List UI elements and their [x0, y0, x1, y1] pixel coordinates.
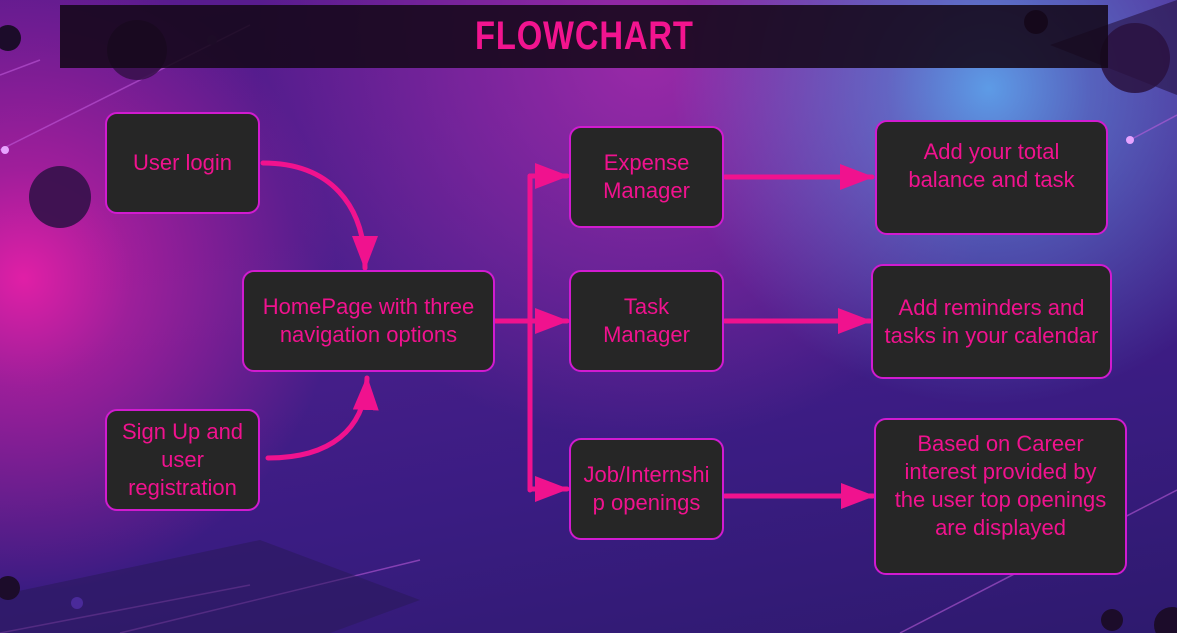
node-label: Sign Up and user registration	[121, 419, 244, 500]
node-user-login: User login	[105, 112, 260, 214]
diagram-title: FLOWCHART	[474, 14, 694, 58]
bg-orb	[0, 25, 21, 51]
title-bar: FLOWCHART	[60, 5, 1108, 68]
bg-orb	[29, 166, 91, 228]
node-job-detail: Based on Career interest provided by the…	[874, 418, 1127, 575]
node-label: Task Manager	[603, 294, 690, 347]
bg-orb	[1101, 609, 1123, 631]
node-label: HomePage with three navigation options	[262, 294, 475, 347]
bg-dot	[1, 146, 9, 154]
edge-signup-to-homepage	[265, 375, 379, 461]
node-job-openings: Job/Internship openings	[569, 438, 724, 540]
bg-orb	[1154, 607, 1177, 633]
bg-dot	[1126, 136, 1134, 144]
bg-orb	[1100, 23, 1170, 93]
node-label: Job/Internship openings	[583, 462, 710, 515]
edge-login-to-homepage	[260, 160, 378, 271]
bg-streak	[0, 59, 41, 76]
bg-shape	[0, 540, 420, 633]
node-homepage: HomePage with three navigation options	[242, 270, 495, 372]
node-label: Add your total balance and task	[908, 139, 1075, 192]
node-sign-up: Sign Up and user registration	[105, 409, 260, 511]
bg-streak	[1129, 114, 1177, 141]
bg-orb	[0, 576, 20, 600]
node-label: Based on Career interest provided by the…	[894, 431, 1107, 540]
node-label: User login	[132, 150, 233, 175]
bg-dot	[71, 597, 83, 609]
node-task-manager: Task Manager	[569, 270, 724, 372]
node-expense-detail: Add your total balance and task	[875, 120, 1108, 235]
node-label: Add reminders and tasks in your calendar	[884, 294, 1099, 348]
node-task-detail: Add reminders and tasks in your calendar	[871, 264, 1112, 379]
node-label: Expense Manager	[603, 150, 690, 203]
node-expense-manager: Expense Manager	[569, 126, 724, 228]
